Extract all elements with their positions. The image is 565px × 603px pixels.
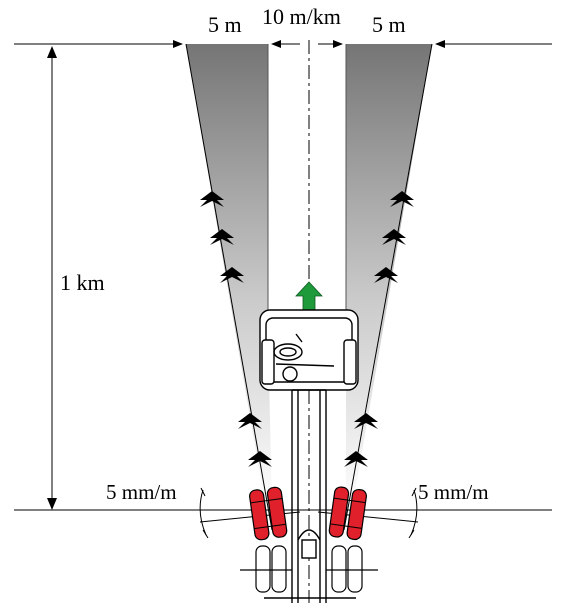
right-toe-label: 5 mm/m <box>418 480 489 504</box>
top-right-width-label: 5 m <box>372 12 406 37</box>
top-center-width-label: 10 m/km <box>262 4 341 29</box>
tractor-chassis <box>264 389 356 603</box>
left-toe-label: 5 mm/m <box>106 480 177 504</box>
front-wheel-left-icon <box>249 486 288 541</box>
left-toe-arc-tick <box>200 487 209 539</box>
distance-arrow-top <box>47 46 57 58</box>
right-toe-arc <box>410 489 418 536</box>
distance-arrow-bottom <box>47 498 57 510</box>
distance-label: 1 km <box>60 270 105 295</box>
front-wheel-right-icon <box>328 486 367 541</box>
rear-wheel-right-icon <box>326 545 378 593</box>
top-left-width-label: 5 m <box>208 12 242 37</box>
right-toe-arc-tick <box>408 487 417 539</box>
left-toe-arc <box>199 489 207 536</box>
left-guide-line <box>185 43 273 531</box>
tractor-cab <box>259 309 359 391</box>
rear-wheel-left-icon <box>240 545 292 593</box>
right-guide-line <box>343 43 433 531</box>
